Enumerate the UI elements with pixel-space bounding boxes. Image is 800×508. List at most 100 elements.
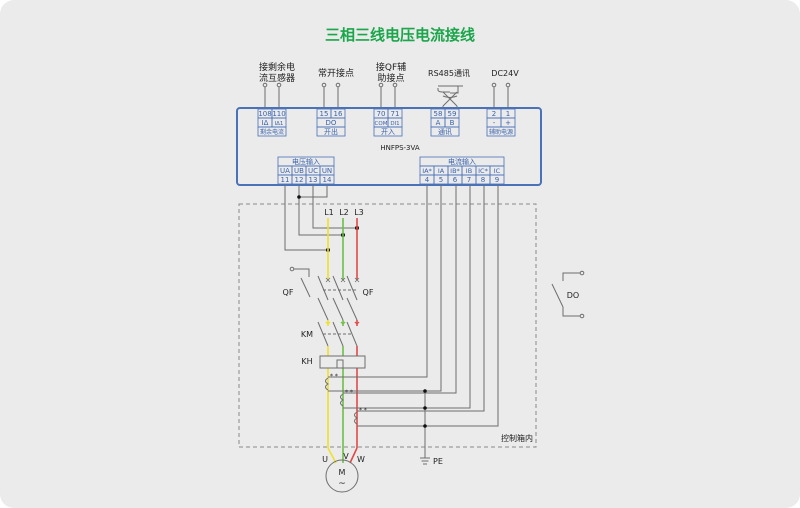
terminal-number: 70 bbox=[377, 110, 386, 118]
diagram-title: 三相三线电压电流接线 bbox=[325, 26, 475, 44]
terminal-group-label-cell bbox=[486, 126, 516, 137]
km-label: KM bbox=[301, 330, 313, 339]
voltage-terminal-number: 13 bbox=[309, 176, 318, 184]
ground-label: PE bbox=[433, 457, 443, 466]
label-dc24v: DC24V bbox=[491, 69, 519, 78]
motor-symbol bbox=[325, 459, 359, 493]
current-terminal-number: 9 bbox=[495, 176, 499, 184]
km-fixed-contacts bbox=[325, 321, 360, 325]
current-input-title: 电流输入 bbox=[448, 157, 476, 166]
terminal-group-label-cell bbox=[257, 126, 287, 137]
current-terminal-number: 8 bbox=[481, 176, 485, 184]
terminal-group-label: 开出 bbox=[324, 127, 338, 136]
terminal-group-label: 开入 bbox=[381, 128, 395, 136]
voltage-signal: UB bbox=[294, 167, 304, 175]
ct-a-polarity-mark: * * bbox=[330, 373, 338, 380]
qf-breaker-symbol bbox=[293, 268, 358, 321]
phase-wire-l3 bbox=[349, 218, 358, 464]
voltage-signal: UN bbox=[322, 167, 332, 175]
terminal-signal: A bbox=[436, 119, 441, 127]
ct-junction-dot bbox=[423, 406, 427, 410]
ct-c-polarity-mark: * * bbox=[359, 407, 367, 414]
terminal-signal: IΔ1 bbox=[275, 121, 284, 127]
label-residual-line2: 流互感器 bbox=[259, 72, 295, 84]
terminal-signal: DO bbox=[326, 119, 337, 127]
qf-x-marks bbox=[325, 277, 360, 283]
phase-label-l3: L3 bbox=[354, 208, 364, 217]
motor-terminal-v: V bbox=[343, 452, 349, 461]
terminal-signal: B bbox=[450, 119, 455, 127]
label-residual-line1: 接剩余电 bbox=[259, 61, 295, 73]
voltage-signal: UC bbox=[308, 167, 318, 175]
current-terminal-number: 6 bbox=[453, 176, 458, 184]
voltage-number-cell bbox=[319, 174, 335, 185]
ct-junction-dot bbox=[423, 424, 427, 428]
terminal-number: 1 bbox=[506, 110, 510, 118]
terminal-number: 16 bbox=[334, 110, 343, 118]
voltage-wiring bbox=[284, 185, 357, 251]
terminal-signal: IΔ bbox=[262, 119, 269, 127]
ct-b-polarity-mark: * * bbox=[345, 389, 353, 396]
terminal-number: 110 bbox=[272, 110, 285, 118]
current-number-cell bbox=[489, 174, 505, 185]
terminal-group-label: 剩余电流 bbox=[260, 128, 284, 136]
do-terminal-bottom bbox=[579, 313, 585, 319]
voltage-terminal-number: 12 bbox=[295, 176, 304, 184]
label-no-contact: 常开接点 bbox=[318, 67, 354, 79]
terminal-group-label-cell bbox=[373, 126, 403, 137]
current-terminal-number: 4 bbox=[425, 176, 430, 184]
device-box bbox=[236, 107, 542, 186]
terminal-number: 108 bbox=[258, 110, 271, 118]
rs485-twisted-pair-icon bbox=[437, 85, 463, 108]
current-terminal-number: 5 bbox=[439, 176, 443, 184]
voltage-terminal-number: 11 bbox=[281, 176, 290, 184]
ct-junction-dot bbox=[423, 389, 427, 393]
phase-wires bbox=[327, 218, 358, 464]
voltage-input-title: 电压输入 bbox=[292, 157, 320, 166]
current-signal: IB* bbox=[450, 167, 460, 175]
do-switch-symbol bbox=[551, 272, 581, 317]
terminal-number: 15 bbox=[320, 110, 329, 118]
current-signal: IC* bbox=[478, 167, 488, 175]
current-signal: IA bbox=[438, 167, 445, 175]
terminal-number: 71 bbox=[391, 110, 400, 118]
terminal-group-label: 通讯 bbox=[438, 127, 452, 136]
motor-terminal-w: W bbox=[357, 455, 365, 464]
motor-terminal-u: U bbox=[322, 455, 328, 464]
current-signal: IC bbox=[494, 167, 501, 175]
junction-dot bbox=[297, 195, 301, 199]
terminal-signal: COM bbox=[375, 121, 388, 127]
terminal-number: 59 bbox=[448, 110, 457, 118]
ground-icon bbox=[420, 457, 430, 465]
terminal-number: 2 bbox=[492, 110, 496, 118]
km-contactor-symbol bbox=[317, 321, 358, 347]
do-label: DO bbox=[567, 291, 579, 300]
top-terminal-pins bbox=[262, 82, 511, 108]
control-cabinet-boundary bbox=[238, 203, 537, 448]
terminal-group-label-cell bbox=[430, 126, 460, 137]
phase-label-l2: L2 bbox=[339, 208, 349, 217]
kh-label: KH bbox=[301, 357, 312, 366]
ct-wiring bbox=[325, 185, 499, 458]
cabinet-label: 控制箱内 bbox=[501, 433, 533, 443]
voltage-terminal-number: 14 bbox=[323, 176, 332, 184]
label-qf-aux-line1: 接QF辅 bbox=[376, 61, 406, 73]
do-terminal-top bbox=[579, 270, 585, 276]
phase-label-l1: L1 bbox=[324, 208, 334, 217]
phase-wire-l1 bbox=[327, 218, 337, 464]
terminal-number: 58 bbox=[434, 110, 443, 118]
qf-label-right: QF bbox=[363, 288, 374, 297]
label-qf-aux-line2: 助接点 bbox=[377, 72, 404, 84]
terminal-group-label-cell bbox=[316, 126, 346, 137]
voltage-signal: UA bbox=[280, 167, 290, 175]
motor-ac-symbol: ~ bbox=[338, 479, 346, 489]
